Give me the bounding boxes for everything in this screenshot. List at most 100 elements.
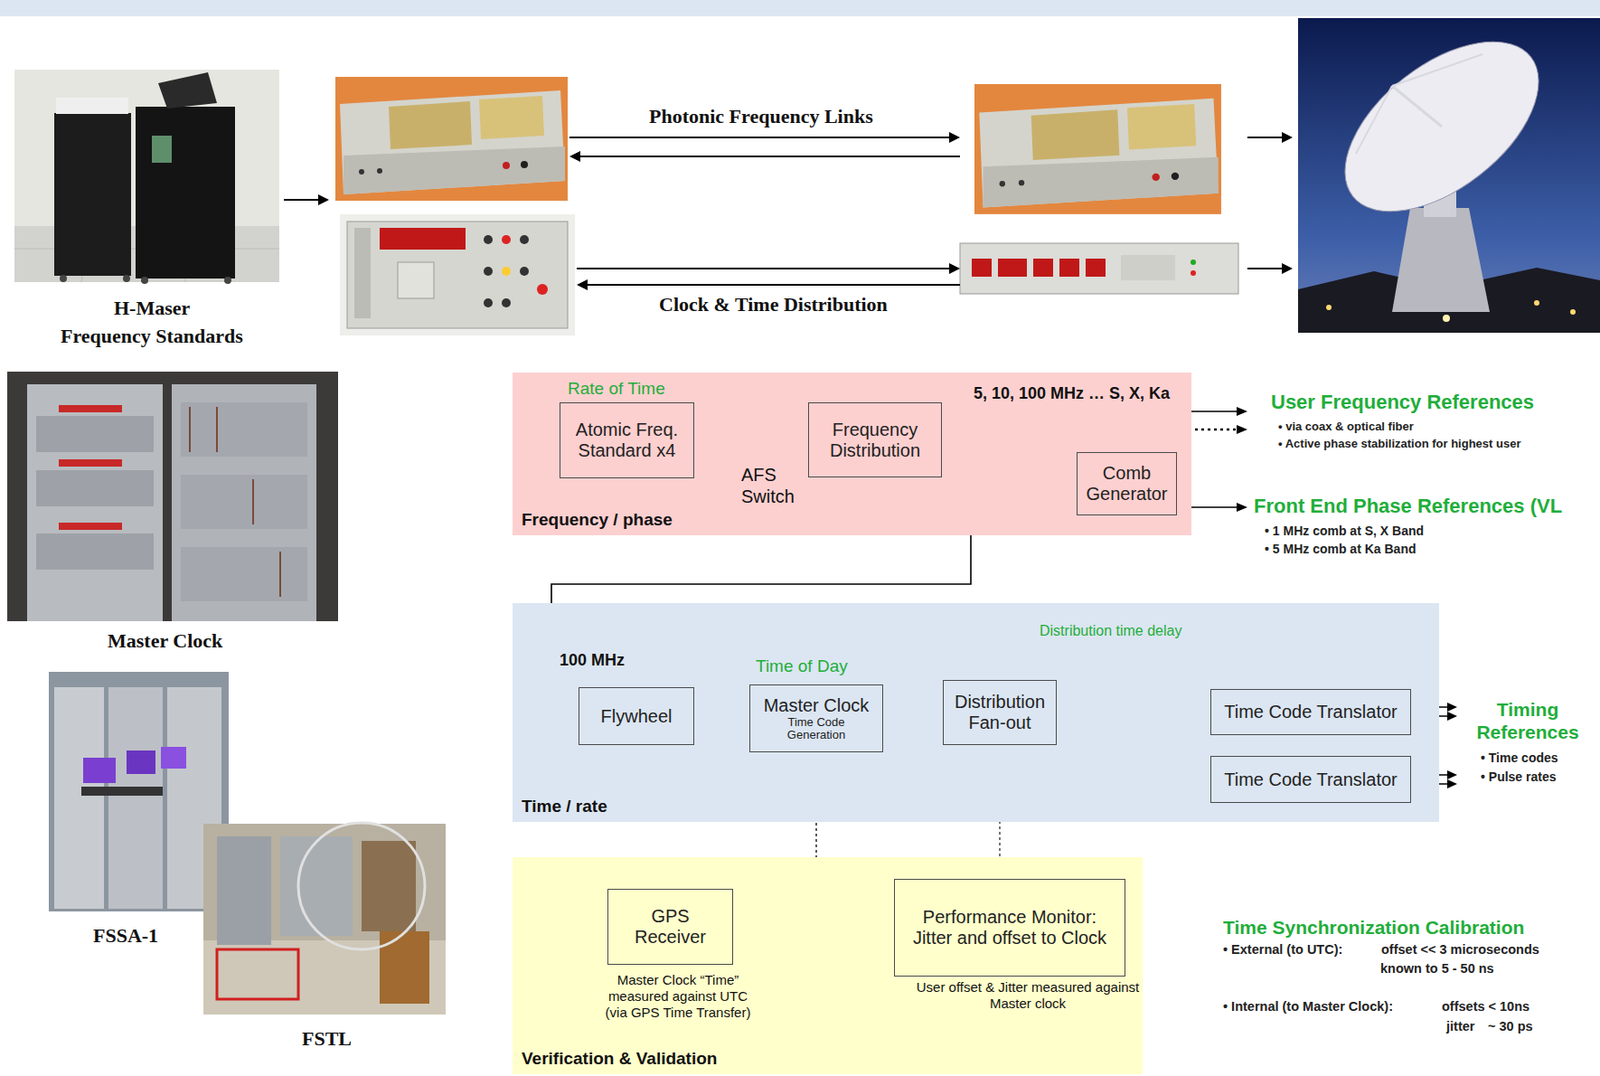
box-label: Time Code Translator <box>1223 769 1398 791</box>
calibration-cell: ~ 30 ps <box>1487 1018 1534 1035</box>
master-clock-photo-part <box>180 474 308 529</box>
h-maser-photo-part <box>59 274 67 283</box>
master-clock-photo-part <box>7 371 339 622</box>
clock-distribution-unit-photo <box>339 214 575 336</box>
output-heading: User Frequency References <box>1270 390 1535 415</box>
dimension-label: Distribution time delay <box>1035 621 1186 640</box>
photonic-link-unit-photo-part <box>983 157 1219 208</box>
bullet-note: • 1 MHz comb at S, X Band <box>1264 523 1424 539</box>
process-box: Flywheel <box>578 687 695 745</box>
photonic-link-unit-photo-part <box>1171 172 1179 180</box>
h-maser-photo-part <box>151 135 172 163</box>
h-maser-photo-part <box>14 69 280 283</box>
monitor-box: Performance Monitor: Jitter and offset t… <box>894 878 1126 977</box>
box-label: GPS Receiver <box>615 905 725 948</box>
link-arrows-part <box>1281 131 1293 143</box>
photo-caption: H-Maser <box>113 296 190 320</box>
antenna-photo <box>1298 8 1600 333</box>
fstl-photo-part <box>216 949 299 999</box>
fssa-1-photo-part <box>108 687 163 909</box>
link-arrows-part <box>587 283 960 286</box>
master-clock-box: Master ClockTime Code Generation <box>749 684 884 753</box>
edge-label: 100 MHz <box>559 650 625 671</box>
photonic-link-unit-photo-part <box>1031 109 1120 160</box>
time-display-unit-photo-part <box>1120 254 1176 281</box>
photonic-link-unit-photo-part <box>520 160 528 169</box>
bullet-note: • Time codes <box>1480 750 1559 766</box>
bullet-note: • via coax & optical fiber <box>1278 419 1414 434</box>
box-subtitle: Time Code Generation <box>775 715 857 743</box>
photonic-link-unit-photo-part <box>335 76 568 201</box>
antenna-photo-part <box>1534 300 1540 306</box>
link-arrows-part <box>949 131 960 143</box>
clock-distribution-unit-photo-part <box>354 227 371 319</box>
fstl-photo-part <box>203 823 446 1015</box>
time-display-unit-photo-part <box>1190 259 1196 265</box>
photonic-link-unit-photo-part <box>358 169 365 175</box>
master-clock-photo-part <box>188 406 191 452</box>
process-box: Frequency Distribution <box>808 402 942 478</box>
top-bar-part <box>0 0 1600 17</box>
clock-distribution-unit-photo-part <box>501 298 511 308</box>
fssa-1-photo-part <box>160 746 187 769</box>
timing-output-arrows-part <box>1447 770 1458 780</box>
fstl-photo-part <box>379 931 430 1004</box>
master-clock-photo-part <box>216 406 218 452</box>
photonic-link-unit-photo <box>335 76 568 201</box>
photo-arrow <box>283 194 330 206</box>
link-arrows-part <box>576 279 588 291</box>
atomic-standard-box: Rate of TimeAtomic Freq. Standard x4 <box>559 402 695 479</box>
bullet-note: • 5 MHz comb at Ka Band <box>1264 541 1416 557</box>
band-label: Verification & Validation <box>521 1048 717 1069</box>
link-arrows-part <box>569 136 950 139</box>
box-label: Comb Generator <box>1084 462 1169 505</box>
photonic-link-unit-photo-part <box>1127 103 1196 150</box>
reference-output-arrows-part <box>1236 502 1248 512</box>
top-bar <box>0 0 1600 17</box>
link-arrows-part <box>576 267 950 270</box>
link-arrows <box>569 131 1293 291</box>
time-display-unit-photo-part <box>1059 258 1080 277</box>
timing-output-arrows-part <box>1447 779 1458 789</box>
h-maser-photo <box>14 69 280 284</box>
antenna-photo-part <box>1315 8 1570 245</box>
reference-output-arrows-part <box>1236 406 1248 416</box>
output-heading: Front End Phase References (VL <box>1253 494 1563 518</box>
clock-distribution-unit-photo-part <box>536 283 548 295</box>
antenna-photo-part <box>1392 207 1490 312</box>
master-clock-photo-part <box>36 470 154 507</box>
time-display-unit-photo-part <box>1085 258 1106 277</box>
antenna-photo-part <box>1392 54 1483 86</box>
time-rate-band: Time / rateFlywheelMaster ClockTime Code… <box>512 602 1440 822</box>
band-label: Time / rate <box>521 796 608 817</box>
signal-label: 5, 10, 100 MHz … S, X, Ka <box>973 384 1170 405</box>
box-label: Performance Monitor: Jitter and offset t… <box>902 906 1118 949</box>
time-display-unit-photo-part <box>997 258 1027 277</box>
master-clock-photo-part <box>27 384 163 622</box>
box-label: Master Clock <box>763 695 870 716</box>
time-display-unit-photo-part <box>960 243 1239 294</box>
clock-distribution-unit-photo-part <box>339 214 575 336</box>
antenna-photo-part <box>1570 309 1576 315</box>
master-clock-photo-part <box>171 384 317 622</box>
calibration-cell: offset << 3 microseconds <box>1381 941 1540 958</box>
antenna-photo-part <box>1326 304 1332 311</box>
photo-caption: Frequency Standards <box>60 324 244 349</box>
antenna-photo-part <box>1392 85 1442 127</box>
box-label: Time Code Translator <box>1223 701 1398 723</box>
verification-band: Verification & Validation GPS Receiver Per… <box>512 856 1143 1074</box>
fssa-1-photo-part <box>54 687 104 909</box>
link-arrows-part <box>1281 263 1293 274</box>
box-label: Frequency Distribution <box>816 419 934 462</box>
calibration-heading: Time Synchronization Calibration <box>1223 915 1525 939</box>
clock-distribution-unit-photo-part <box>501 235 511 245</box>
fstl-photo-part <box>280 836 353 936</box>
clock-distribution-unit-photo-part <box>379 227 466 250</box>
time-display-unit-photo-part <box>971 258 992 277</box>
process-box: Time Code Translator <box>1210 688 1412 735</box>
process-box: GPS Receiver <box>607 888 734 965</box>
bullet-note: • Pulse rates <box>1480 769 1557 785</box>
link-arrows-part <box>580 155 960 158</box>
process-box: Time Code Translator <box>1210 755 1412 803</box>
